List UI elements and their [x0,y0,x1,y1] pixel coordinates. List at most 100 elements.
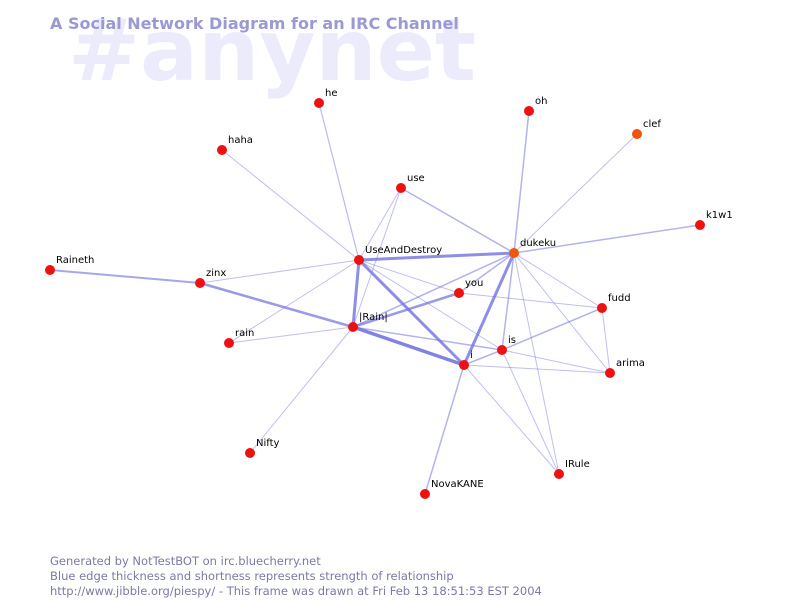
edge-i-arima [463,364,611,374]
node-label: he [325,88,338,99]
edge-UseAndDestroy-rain [228,259,360,344]
node-he[interactable]: he [314,88,338,108]
node-dukeku[interactable]: dukeku [509,238,556,258]
edge-you-IRainl [351,291,461,329]
node-dot[interactable] [497,345,507,355]
node-dot[interactable] [45,265,55,275]
node-dot[interactable] [224,338,234,348]
edge-fudd-arima [601,307,611,374]
nodes-layer: he oh clef haha use k1w1 dukeku UseAndDestroyRa… [45,88,733,499]
edge-IRainl-i [351,325,466,367]
node-dot[interactable] [695,220,705,230]
node-dot[interactable] [509,248,519,258]
node-Nifty[interactable]: Nifty [245,438,280,458]
edge-dukeku-is [501,252,515,351]
node-dot[interactable] [314,98,324,108]
edge-Raineth-zinx [49,269,201,284]
edge-IRainl-rain [228,326,354,344]
node-dot[interactable] [195,278,205,288]
node-NovaKANE[interactable]: NovaKANE [420,479,484,499]
edge-i-NovaKANE [424,364,465,495]
footer-source-link[interactable]: http://www.jibble.org/piespy/ - This fra… [50,584,542,598]
node-label: use [407,173,425,184]
edge-dukeku-arima [513,252,611,374]
node-UseAndDestroy[interactable]: UseAndDestroy [354,245,442,265]
node-label: UseAndDestroy [365,245,442,256]
node-clef[interactable]: clef [632,119,661,139]
node-dot[interactable] [396,183,406,193]
edge-dukeku-oh [513,110,530,254]
footer-generated-by: Generated by NotTestBOT on irc.bluecherr… [50,554,321,568]
footer-legend-note: Blue edge thickness and shortness repres… [50,569,454,583]
node-IRainl[interactable]: |Rain| [348,312,388,332]
edge-UseAndDestroy-IRainl [351,258,361,329]
edge-dukeku-you [458,252,515,294]
node-use[interactable]: use [396,173,425,193]
node-dot[interactable] [348,322,358,332]
node-rain[interactable]: rain [224,328,254,348]
node-label: clef [643,119,661,130]
node-dot[interactable] [354,255,364,265]
edge-dukeku-use [400,187,515,254]
edges-layer [49,102,701,495]
node-dot[interactable] [632,129,642,139]
edge-UseAndDestroy-is [358,259,503,351]
edge-UseAndDestroy-dukeku [357,251,516,262]
edge-i-is [463,349,503,366]
node-fudd[interactable]: fudd [597,293,631,313]
edge-is-fudd [501,307,603,351]
edge-UseAndDestroy-haha [221,149,360,261]
node-dot[interactable] [605,368,615,378]
edge-IRainl-Nifty [249,326,354,454]
node-dot[interactable] [454,288,464,298]
node-you[interactable]: you [454,278,483,298]
edge-dukeku-fudd [513,252,603,309]
edge-UseAndDestroy-you [358,259,460,294]
edge-dukeku-IRule [513,252,560,475]
node-label: rain [235,328,254,339]
node-is[interactable]: is [497,335,516,355]
edge-UseAndDestroy-zinx [199,259,360,284]
node-label: Nifty [256,438,280,449]
node-k1w1[interactable]: k1w1 [695,210,733,230]
node-zinx[interactable]: zinx [195,268,226,288]
node-haha[interactable]: haha [217,135,253,155]
edge-UseAndDestroy-i [357,258,466,367]
node-oh[interactable]: oh [524,96,547,116]
node-i[interactable]: i [459,350,473,370]
edge-i-IRule [463,364,560,475]
node-dot[interactable] [420,489,430,499]
node-label: fudd [608,293,631,304]
edge-use-IRainl [352,187,402,328]
edge-IRainl-is [352,326,503,351]
node-Raineth[interactable]: Raineth [45,255,94,275]
edge-UseAndDestroy-he [318,102,360,261]
node-label: Raineth [56,255,94,266]
node-arima[interactable]: arima [605,358,645,378]
edge-dukeku-k1w1 [513,224,701,254]
node-label: i [470,350,473,361]
node-dot[interactable] [524,106,534,116]
edge-dukeku-clef [513,133,638,254]
edge-dukeku-IRainl [352,252,515,328]
node-label: zinx [206,268,226,279]
node-label: NovaKANE [431,479,484,490]
edge-is-arima [501,349,611,374]
node-label: you [465,278,483,289]
node-label: haha [228,135,253,146]
channel-watermark: #anynet [68,1,476,101]
node-dot[interactable] [554,469,564,479]
node-dot[interactable] [245,448,255,458]
edge-you-fudd [458,292,603,309]
node-label: oh [535,96,547,107]
node-label: k1w1 [706,210,733,221]
node-label: |Rain| [359,312,388,323]
node-dot[interactable] [597,303,607,313]
edge-dukeku-i [462,251,516,367]
node-IRule[interactable]: IRule [554,459,590,479]
node-dot[interactable] [459,360,469,370]
edge-zinx-IRainl [198,281,355,329]
node-dot[interactable] [217,145,227,155]
